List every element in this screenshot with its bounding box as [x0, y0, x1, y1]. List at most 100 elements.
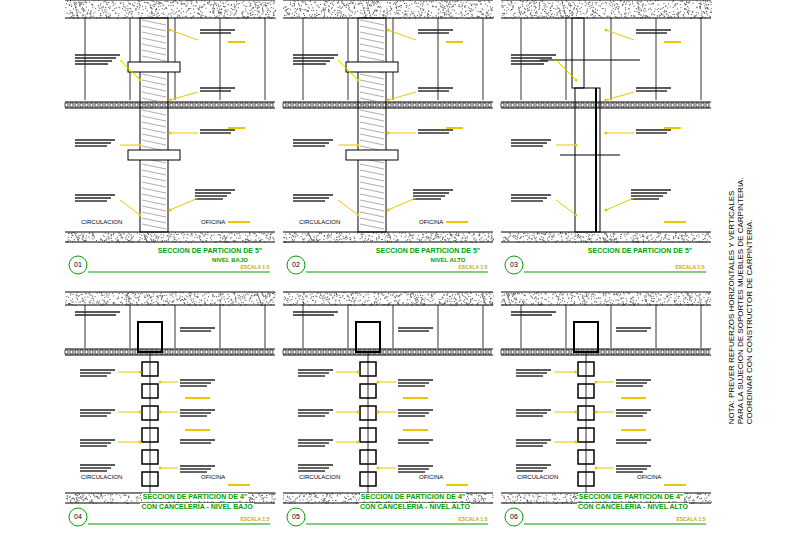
concrete-hatch [255, 239, 256, 240]
concrete-hatch [197, 2, 198, 3]
concrete-hatch [71, 233, 72, 234]
concrete-hatch [305, 4, 306, 5]
concrete-hatch [186, 5, 187, 6]
concrete-hatch [223, 235, 224, 236]
concrete-hatch [267, 12, 268, 13]
concrete-hatch [68, 237, 69, 238]
concrete-hatch [247, 13, 248, 14]
concrete-hatch [488, 235, 489, 236]
concrete-hatch [85, 240, 86, 241]
concrete-hatch [142, 6, 143, 7]
concrete-hatch [73, 8, 74, 9]
concrete-hatch [307, 234, 308, 235]
concrete-hatch [243, 16, 244, 17]
concrete-hatch [235, 8, 236, 9]
concrete-hatch [406, 5, 407, 6]
concrete-hatch [83, 234, 84, 235]
concrete-hatch [273, 8, 274, 9]
concrete-hatch [117, 237, 118, 238]
concrete-hatch [163, 5, 164, 6]
concrete-hatch [121, 237, 122, 238]
concrete-hatch [113, 233, 114, 234]
concrete-hatch [476, 240, 477, 241]
concrete-hatch [444, 15, 445, 16]
concrete-hatch [461, 6, 462, 7]
concrete-hatch [259, 240, 260, 241]
concrete-hatch [141, 15, 142, 16]
concrete-hatch [111, 238, 112, 239]
concrete-hatch [383, 12, 384, 13]
concrete-hatch [309, 235, 310, 236]
concrete-hatch [144, 239, 145, 240]
concrete-hatch [167, 1, 168, 2]
concrete-hatch [477, 11, 478, 12]
concrete-hatch [187, 0, 188, 1]
concrete-hatch [198, 9, 199, 10]
concrete-hatch [302, 239, 303, 240]
concrete-hatch [74, 2, 75, 3]
concrete-hatch [259, 16, 260, 17]
concrete-hatch [363, 1, 364, 2]
concrete-hatch [304, 9, 305, 10]
leader-line [170, 30, 198, 40]
concrete-hatch [368, 10, 369, 11]
concrete-hatch [445, 240, 446, 241]
concrete-hatch [433, 6, 434, 7]
concrete-hatch [449, 15, 450, 16]
concrete-hatch [86, 2, 87, 3]
concrete-hatch [236, 11, 237, 12]
insulation-hatch [142, 194, 166, 199]
concrete-hatch [214, 15, 215, 16]
concrete-hatch [314, 237, 315, 238]
concrete-hatch [447, 1, 448, 2]
concrete-hatch [448, 14, 449, 15]
wall-break [128, 150, 180, 160]
concrete-hatch [267, 238, 268, 239]
concrete-hatch [213, 13, 214, 14]
concrete-hatch [128, 8, 129, 9]
concrete-hatch [273, 238, 274, 239]
concrete-hatch [354, 6, 355, 7]
concrete-hatch [482, 14, 483, 15]
concrete-hatch [346, 235, 347, 236]
concrete-hatch [79, 4, 80, 5]
concrete-hatch [247, 239, 248, 240]
concrete-hatch [374, 4, 375, 5]
concrete-hatch [206, 8, 207, 9]
concrete-hatch [263, 11, 264, 12]
concrete-hatch [168, 240, 169, 241]
concrete-hatch [226, 11, 227, 12]
concrete-hatch [236, 4, 237, 5]
concrete-hatch [319, 239, 320, 240]
concrete-hatch [303, 13, 304, 14]
concrete-hatch [220, 5, 221, 6]
concrete-hatch [272, 233, 273, 234]
ceiling-tile [200, 103, 203, 107]
concrete-hatch [301, 236, 302, 237]
concrete-hatch [441, 234, 442, 235]
concrete-hatch [256, 2, 257, 3]
concrete-hatch [443, 9, 444, 10]
concrete-hatch [106, 240, 107, 241]
concrete-hatch [350, 10, 351, 11]
concrete-hatch [461, 13, 462, 14]
concrete-hatch [449, 2, 450, 3]
concrete-hatch [325, 9, 326, 10]
concrete-hatch [437, 234, 438, 235]
concrete-hatch [286, 238, 287, 239]
concrete-hatch [406, 240, 407, 241]
concrete-hatch [360, 13, 361, 14]
concrete-hatch [250, 15, 251, 16]
concrete-hatch [268, 233, 269, 234]
concrete-hatch [266, 5, 267, 6]
concrete-hatch [85, 238, 86, 239]
concrete-hatch [247, 236, 248, 237]
concrete-hatch [340, 235, 341, 236]
concrete-hatch [307, 235, 308, 236]
concrete-hatch [152, 5, 153, 6]
concrete-hatch [274, 1, 275, 2]
concrete-hatch [199, 6, 200, 7]
concrete-hatch [325, 5, 326, 6]
concrete-hatch [459, 4, 460, 5]
concrete-hatch [331, 235, 332, 236]
